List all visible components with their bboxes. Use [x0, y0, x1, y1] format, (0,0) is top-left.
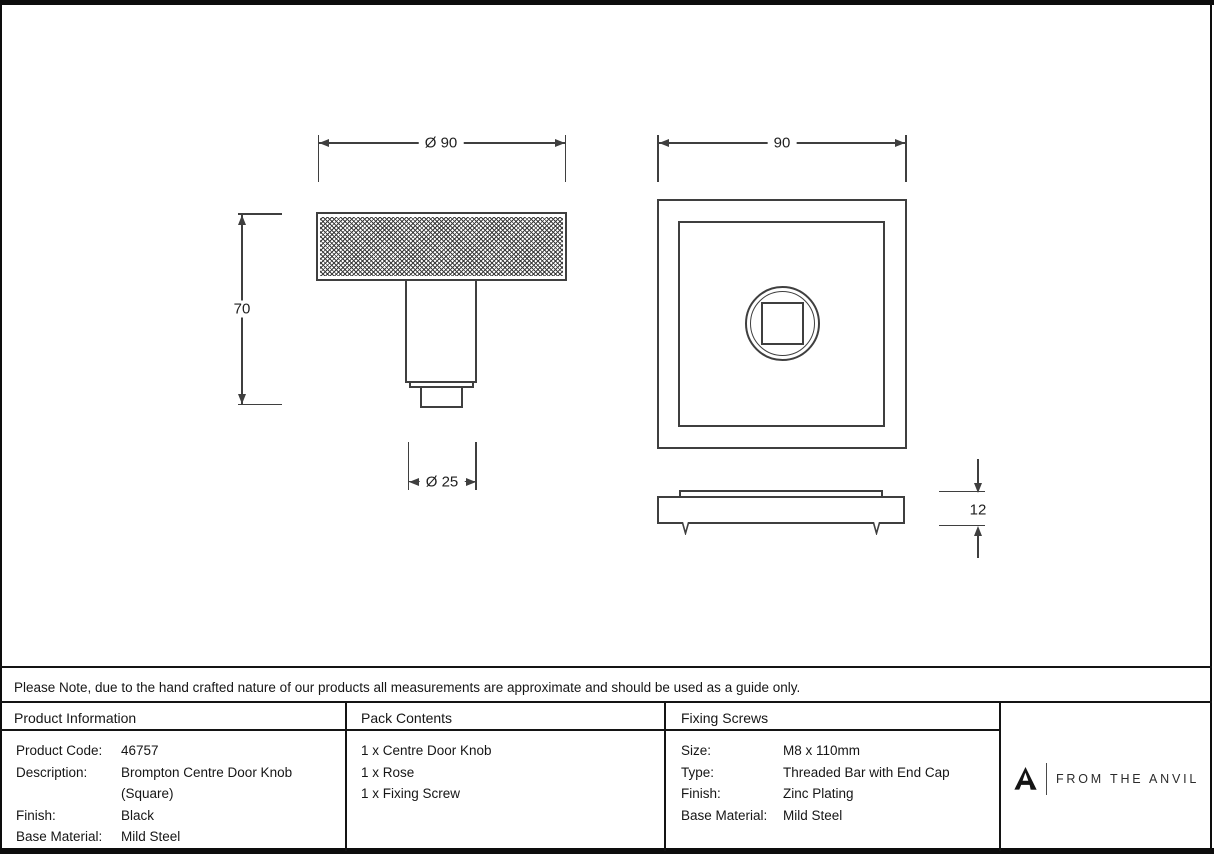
extension-line: [905, 135, 907, 182]
page-border-bottom: [0, 848, 1214, 854]
field-label: Finish:: [16, 807, 56, 823]
fixing-prong-right: [872, 522, 881, 535]
arrowhead-left-icon: [658, 139, 669, 147]
field-label: Size:: [681, 743, 712, 758]
rose-profile-plate: [657, 495, 905, 524]
arrowhead-left-icon: [319, 139, 329, 147]
page-border-left: [0, 0, 2, 854]
extension-line: [475, 442, 477, 490]
field-label: Description:: [16, 764, 88, 780]
dimension-line: [977, 534, 979, 558]
arrowhead-down-icon: [237, 393, 246, 404]
extension-line: [564, 135, 567, 182]
arrowhead-up-icon: [974, 526, 982, 536]
knurl-pattern: [320, 217, 563, 276]
field-value: Zinc Plating: [783, 786, 854, 801]
extension-line: [407, 442, 410, 490]
tick-line: [237, 213, 282, 215]
knob-flange: [408, 380, 474, 388]
table-border: [0, 728, 1001, 731]
tick-line: [939, 524, 985, 527]
arrowhead-down-icon: [974, 482, 982, 493]
field-value: Black: [121, 807, 155, 823]
knob-boss-outer-circle: [744, 285, 820, 361]
spindle-square-hole: [760, 301, 804, 345]
extension-line: [317, 135, 320, 182]
tick-line: [939, 490, 985, 493]
dimension-label-knob-diameter: Ø 90: [418, 134, 464, 152]
page-border-right: [1210, 0, 1213, 854]
dimension-label-stem-diameter: Ø 25: [419, 473, 465, 490]
anvil-logo-icon: [1012, 765, 1039, 792]
field-value: Brompton Centre Door Knob: [121, 764, 293, 780]
field-label: Base Material:: [681, 807, 768, 823]
arrowhead-right-icon: [465, 477, 476, 486]
table-border: [999, 701, 1002, 851]
field-label: Type:: [681, 764, 715, 780]
dimension-label-rose-width: 90: [767, 134, 797, 152]
table-border: [0, 701, 1212, 704]
extension-line: [657, 135, 659, 182]
dimension-line: [977, 459, 979, 484]
field-label: Finish:: [681, 786, 721, 801]
field-value: (Square): [121, 786, 174, 801]
column-header-product-information: Product Information: [14, 710, 137, 726]
field-value: Mild Steel: [783, 807, 843, 823]
tick-line: [237, 403, 282, 406]
knob-head: [316, 212, 567, 281]
field-label: Base Material:: [16, 829, 103, 844]
brand-name: FROM THE ANVIL: [1056, 772, 1200, 786]
page-border-top: [0, 0, 1214, 5]
field-value: M8 x 110mm: [783, 743, 861, 758]
rose-profile-lip: [679, 489, 883, 498]
field-label: Product Code:: [16, 743, 103, 758]
arrowhead-right-icon: [554, 139, 565, 147]
knob-stem: [404, 279, 477, 383]
arrowhead-up-icon: [237, 214, 246, 225]
table-border: [663, 701, 666, 851]
field-value: 46757: [121, 743, 159, 758]
pack-item: 1 x Centre Door Knob: [361, 743, 492, 758]
dimension-label-rose-thickness: 12: [969, 501, 987, 518]
column-header-fixing-screws: Fixing Screws: [681, 710, 769, 726]
knob-boss-inner-circle: [749, 290, 815, 356]
field-value: Threaded Bar with End Cap: [783, 764, 950, 780]
knob-tip: [420, 385, 463, 408]
field-value: Mild Steel: [121, 829, 181, 844]
dimension-label-knob-height: 70: [227, 300, 257, 318]
arrowhead-right-icon: [895, 139, 905, 147]
measurement-note: Please Note, due to the hand crafted nat…: [14, 680, 801, 695]
column-header-pack-contents: Pack Contents: [361, 710, 453, 726]
pack-item: 1 x Rose: [361, 764, 415, 780]
pack-item: 1 x Fixing Screw: [361, 786, 461, 801]
arrowhead-left-icon: [409, 477, 419, 486]
brand-divider: [1046, 763, 1048, 795]
fixing-prong-left: [681, 522, 690, 535]
table-border: [344, 701, 347, 851]
table-border: [0, 666, 1212, 669]
